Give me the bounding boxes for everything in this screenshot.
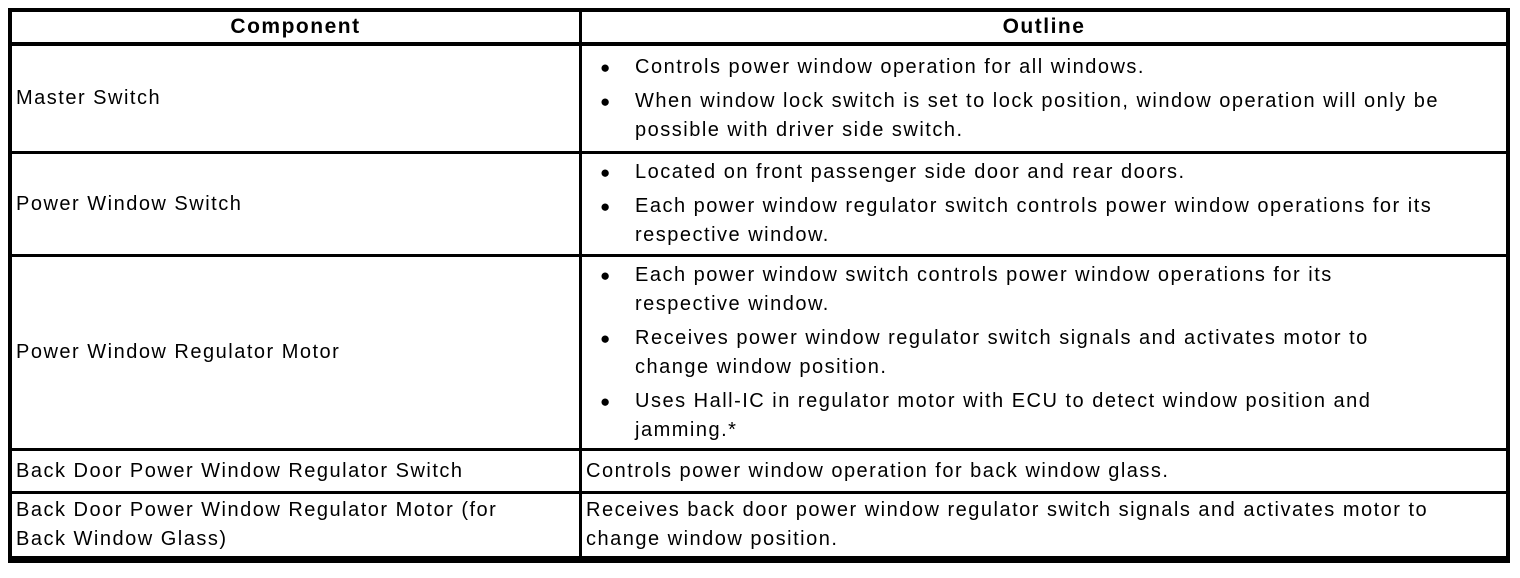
table-row: Power Window Switch ● Located on front p…	[12, 154, 1506, 257]
bullet-icon: ●	[600, 391, 611, 411]
table-row: Back Door Power Window Regulator Switch …	[12, 451, 1506, 494]
bullet-icon: ●	[600, 163, 611, 182]
bullet-text: Each power window switch controls power …	[635, 261, 1500, 319]
outline-line: Receives power window regulator switch s…	[635, 326, 1369, 349]
component-cell: Back Door Power Window Regulator Switch	[12, 451, 582, 491]
table-row: Master Switch ● Controls power window op…	[12, 46, 1506, 154]
bullet-text: Located on front passenger side door and…	[635, 158, 1500, 187]
outline-line: respective window.	[635, 292, 830, 315]
bullet-icon: ●	[600, 265, 611, 285]
bullet-item: ● When window lock switch is set to lock…	[600, 87, 1500, 145]
outline-line: respective window.	[635, 224, 830, 246]
outline-line: jamming.*	[635, 418, 738, 441]
header-cell-outline: Outline	[1002, 15, 1086, 38]
outline-cell: Controls power window operation for back…	[582, 451, 1506, 491]
outline-line: Controls power window operation for all …	[635, 55, 1145, 78]
bullet-item: ● Uses Hall-IC in regulator motor with E…	[600, 387, 1500, 445]
outline-cell: ● Each power window switch controls powe…	[582, 257, 1506, 448]
outline-line: possible with driver side switch.	[635, 118, 964, 141]
component-cell: Power Window Switch	[12, 154, 582, 254]
header-cell-component: Component	[12, 12, 582, 42]
bullet-text: Each power window regulator switch contr…	[635, 192, 1500, 250]
outline-line: When window lock switch is set to lock p…	[635, 89, 1439, 112]
component-cell: Master Switch	[12, 46, 582, 151]
component-outline-table: Component Outline Master Switch ● Contro…	[8, 8, 1510, 563]
bullet-text: When window lock switch is set to lock p…	[635, 87, 1500, 145]
table-row: Power Window Regulator Motor ● Each powe…	[12, 257, 1506, 451]
bullet-text: Controls power window operation for all …	[635, 53, 1500, 82]
outline-line: Each power window switch controls power …	[635, 263, 1333, 286]
outline-line: Located on front passenger side door and…	[635, 161, 1186, 183]
bullet-icon: ●	[600, 57, 611, 77]
outline-text: Controls power window operation for back…	[582, 457, 1506, 486]
bullet-list: ● Located on front passenger side door a…	[582, 158, 1506, 250]
outline-line: Controls power window operation for back…	[586, 459, 1170, 482]
outline-text: Receives back door power window regulato…	[582, 496, 1506, 554]
outline-line: change window position.	[635, 355, 888, 378]
bullet-icon: ●	[600, 91, 611, 111]
bullet-text: Uses Hall-IC in regulator motor with ECU…	[635, 387, 1500, 445]
outline-line: Receives back door power window regulato…	[586, 499, 1429, 521]
bullet-icon: ●	[600, 197, 611, 216]
outline-cell: ● Controls power window operation for al…	[582, 46, 1506, 151]
bullet-item: ● Each power window regulator switch con…	[600, 192, 1500, 250]
outline-line: Uses Hall-IC in regulator motor with ECU…	[635, 389, 1372, 412]
outline-cell: ● Located on front passenger side door a…	[582, 154, 1506, 254]
bullet-list: ● Controls power window operation for al…	[582, 53, 1506, 145]
component-cell: Power Window Regulator Motor	[12, 257, 582, 448]
outline-cell: Receives back door power window regulato…	[582, 494, 1506, 556]
bullet-icon: ●	[600, 328, 611, 348]
outline-line: change window position.	[586, 528, 839, 550]
bullet-item: ● Controls power window operation for al…	[600, 53, 1500, 82]
outline-line: Each power window regulator switch contr…	[635, 195, 1433, 217]
table-header-row: Component Outline	[12, 12, 1506, 46]
bullet-item: ● Receives power window regulator switch…	[600, 324, 1500, 382]
table-row: Back Door Power Window Regulator Motor (…	[12, 494, 1506, 556]
component-cell: Back Door Power Window Regulator Motor (…	[12, 494, 582, 556]
bullet-text: Receives power window regulator switch s…	[635, 324, 1500, 382]
bullet-item: ● Each power window switch controls powe…	[600, 261, 1500, 319]
bullet-list: ● Each power window switch controls powe…	[582, 261, 1506, 445]
bullet-item: ● Located on front passenger side door a…	[600, 158, 1500, 187]
